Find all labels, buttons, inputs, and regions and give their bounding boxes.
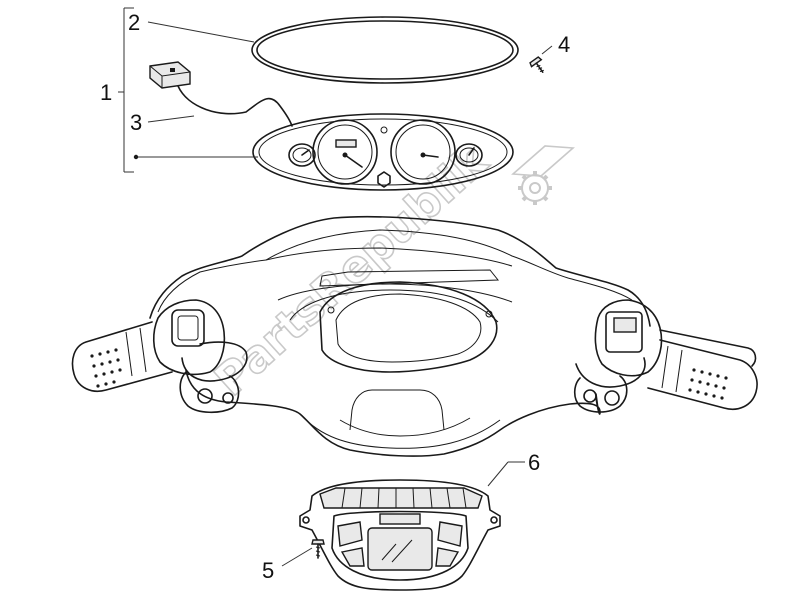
indicator-dividers bbox=[341, 487, 467, 509]
callout-3: 3 bbox=[130, 110, 142, 135]
callout-labels: 1 2 3 4 5 6 bbox=[100, 10, 570, 583]
callout-5: 5 bbox=[262, 558, 274, 583]
callout-6: 6 bbox=[528, 450, 540, 475]
left-grip-texture bbox=[90, 348, 122, 388]
callout-1: 1 bbox=[100, 80, 112, 105]
callout-2: 2 bbox=[128, 10, 140, 35]
handlebar-cover bbox=[71, 215, 758, 457]
part-3-instrument-cluster bbox=[149, 61, 514, 191]
leader-lines bbox=[118, 7, 553, 567]
callout-4: 4 bbox=[558, 32, 570, 57]
watermark-gear-icon bbox=[511, 145, 575, 205]
right-grip-texture bbox=[688, 368, 728, 400]
part-2-gasket bbox=[251, 16, 519, 84]
part-5-screw bbox=[311, 539, 325, 559]
part-4-screw bbox=[529, 56, 544, 73]
part-6-warning-panel bbox=[299, 479, 501, 591]
